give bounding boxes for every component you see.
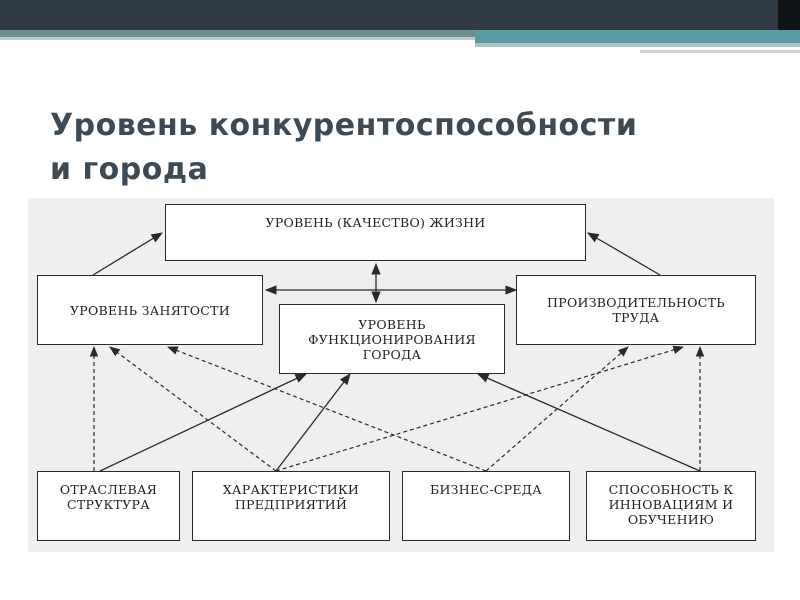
arrow-productivity-to-quality	[586, 232, 661, 276]
arrow-innovation-to-city	[476, 373, 701, 472]
productivity-box: ПРОИЗВОДИТЕЛЬНОСТЬ ТРУДА	[516, 275, 756, 345]
arrow-enterprises-to-city	[275, 373, 351, 472]
header-corner	[778, 0, 800, 30]
dashed-enterprises-to-employment	[109, 346, 277, 472]
employment-box: УРОВЕНЬ ЗАНЯТОСТИ	[37, 275, 263, 345]
industry-structure-box: ОТРАСЛЕВАЯ СТРУКТУРА	[37, 471, 180, 541]
dashed-enterprises-to-productivity	[275, 345, 685, 472]
innovation-capability-box: СПОСОБНОСТЬ К ИННОВАЦИЯМ И ОБУЧЕНИЮ	[586, 471, 756, 541]
quality-of-life-box: УРОВЕНЬ (КАЧЕСТВО) ЖИЗНИ	[165, 204, 586, 261]
slide-title: Уровень конкурентоспособности и города	[50, 108, 638, 187]
header-stripe	[640, 50, 800, 53]
header-stripe	[475, 43, 800, 47]
header-stripe	[0, 30, 475, 37]
dashed-business-to-employment	[166, 346, 487, 472]
dashed-business-to-productivity	[485, 346, 629, 472]
city-functioning-box: УРОВЕНЬ ФУНКЦИОНИРОВАНИЯ ГОРОДА	[279, 304, 505, 374]
enterprise-characteristics-box: ХАРАКТЕРИСТИКИ ПРЕДПРИЯТИЙ	[192, 471, 390, 541]
arrow-employment-to-quality	[92, 232, 163, 276]
header-stripe	[0, 37, 475, 40]
header-stripe	[475, 30, 800, 43]
diagram-connectors	[89, 232, 705, 472]
business-environment-box: БИЗНЕС-СРЕДА	[402, 471, 570, 541]
header-bar	[0, 0, 800, 30]
competitiveness-diagram: УРОВЕНЬ (КАЧЕСТВО) ЖИЗНИ УРОВЕНЬ ЗАНЯТОС…	[28, 198, 774, 552]
arrow-industry-to-city	[99, 373, 308, 472]
